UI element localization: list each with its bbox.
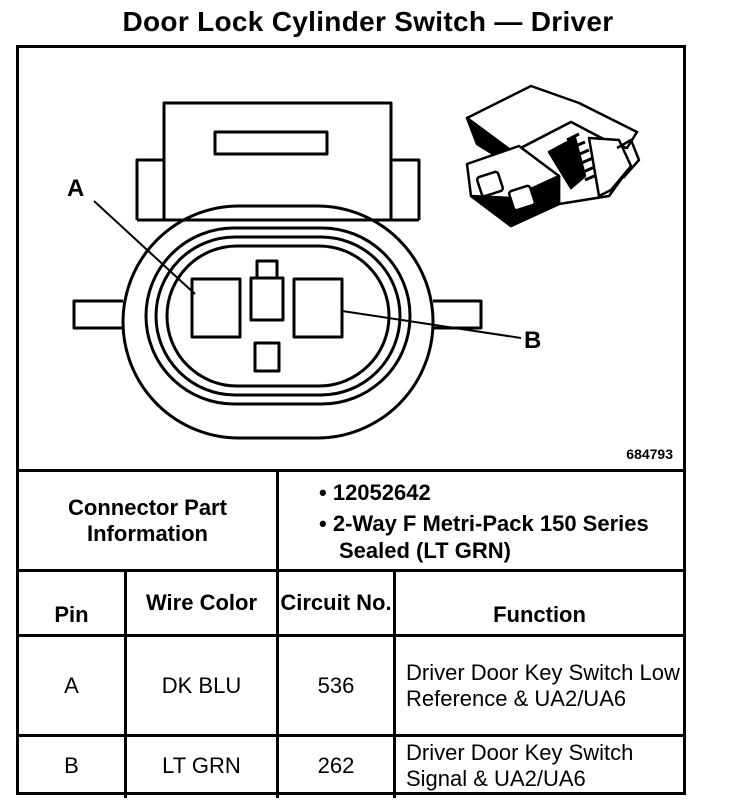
- table-row-pin: A: [64, 672, 79, 698]
- page-title: Door Lock Cylinder Switch — Driver: [122, 6, 614, 37]
- cavity-b: [292, 277, 344, 339]
- table-row-wire-color: LT GRN: [162, 753, 241, 778]
- pin-label-a: A: [67, 175, 84, 202]
- divider: [19, 634, 683, 637]
- divider: [124, 569, 127, 798]
- center-key-bottom: [253, 341, 281, 373]
- connector-info-label: Connector Part Information: [68, 494, 227, 546]
- center-key: [249, 276, 285, 322]
- header-wire-color: Wire Color: [145, 590, 258, 615]
- table-row-function: Driver Door Key Switch Low Reference & U…: [406, 659, 680, 711]
- left-ear: [72, 299, 123, 330]
- connector-info-list: • 12052642 • 2-Way F Metri-Pack 150 Seri…: [319, 479, 679, 564]
- leader-line-a: [93, 200, 196, 295]
- table-row-pin: B: [64, 753, 79, 778]
- header-function: Function: [493, 602, 586, 627]
- divider: [19, 569, 683, 572]
- locking-tab: [162, 101, 393, 220]
- connector-housing: [121, 204, 435, 440]
- table-row-circuit: 262: [317, 753, 355, 778]
- table-row-wire-color: DK BLU: [161, 672, 242, 698]
- divider: [393, 569, 396, 798]
- figure-number: 684793: [626, 446, 673, 462]
- leader-line-b: [341, 310, 522, 339]
- divider: [19, 469, 683, 472]
- divider: [276, 469, 279, 569]
- table-row-function: Driver Door Key Switch Signal & UA2/UA6: [406, 740, 634, 791]
- connector-diagram: A B 684793: [19, 48, 683, 469]
- header-pin: Pin: [54, 602, 89, 627]
- middle-seal-ring: [154, 235, 402, 397]
- tab-slot: [213, 130, 329, 156]
- connector-face-drawing: A B: [67, 84, 641, 440]
- outer-seal-ring: [144, 226, 412, 406]
- connector-info-item: • 12052642: [319, 480, 431, 505]
- right-ear: [433, 299, 483, 330]
- header-circuit: Circuit No.: [280, 590, 392, 615]
- connector-frame: A B 684793 Connector Part Information • …: [16, 45, 686, 798]
- connector-info-item: • 2-Way F Metri-Pack 150 Series Sealed (…: [319, 511, 649, 563]
- center-key-top: [255, 259, 279, 280]
- divider: [276, 569, 279, 798]
- pin-label-b: B: [524, 327, 541, 354]
- divider: [19, 734, 683, 737]
- cavity-a: [190, 277, 242, 339]
- connector-3d-view: [465, 84, 641, 228]
- inner-seal-ring: [165, 244, 391, 388]
- table-row-circuit: 536: [317, 672, 355, 698]
